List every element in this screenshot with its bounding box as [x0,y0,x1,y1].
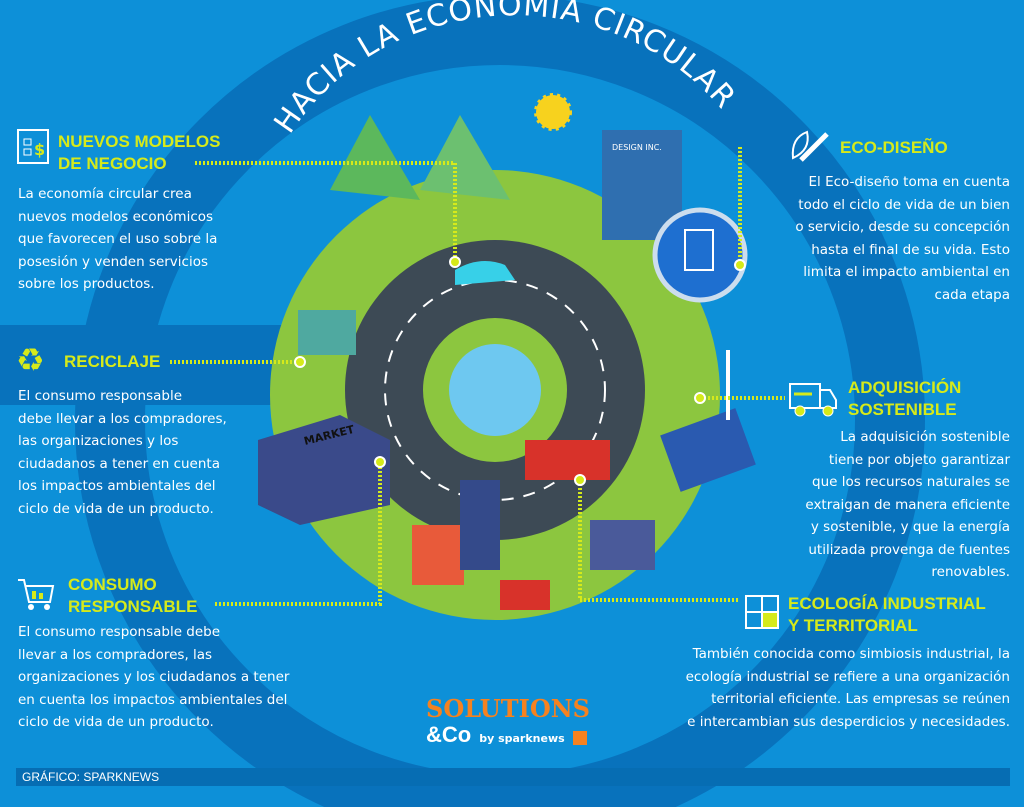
puzzle-icon [745,595,779,629]
tower [460,480,500,570]
shopping-cart-icon [18,579,55,610]
market-building [258,415,390,525]
outer-ring [75,0,925,807]
factory [590,520,655,570]
eco-diseno-title: ECO-DISEÑO [840,138,948,157]
building-sign: DESIGN INC. [612,143,662,152]
ring-band [0,325,300,405]
clipboard-dollar-icon: $ [17,129,49,164]
recycle-bin [298,310,356,355]
ecologia-text: También conocida como simbiosis industri… [685,646,1010,730]
connector-dots [294,256,746,486]
reciclaje-title: RECICLAJE [64,352,161,371]
electric-car [455,261,515,285]
truck [525,440,610,480]
small-truck [500,580,550,610]
leaf-pencil-icon [791,130,829,162]
sun-icon [534,93,572,131]
eco-design-blueprint [652,207,748,303]
solar-panel [660,408,756,492]
mountain [330,115,420,200]
delivery-truck-icon [789,383,837,417]
mountain [420,115,510,200]
footer-credit: GRÁFICO: SPARKNEWS [16,768,1010,786]
svg-text:$: $ [34,140,45,159]
recycle-icon: ♻ [16,341,45,379]
title: HACIA LA ECONOMÍA CIRCULAR [267,0,742,140]
lake [449,344,541,436]
connector-lines [170,147,785,606]
sparknews-icon [572,730,587,745]
bottle-sketch [684,229,714,271]
red-building [412,525,464,585]
